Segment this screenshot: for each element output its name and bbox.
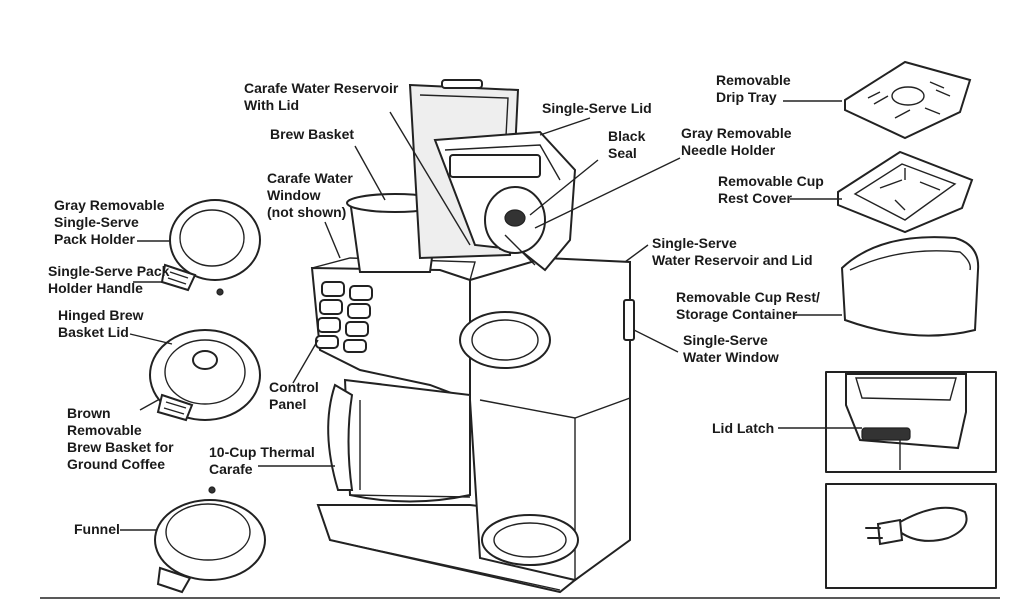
label-line: Single-Serve Pack xyxy=(48,263,170,279)
label-thermal-carafe: 10-Cup Thermal Carafe xyxy=(209,444,315,478)
label-line: Brew Basket for xyxy=(67,439,174,455)
label-line: Water Window xyxy=(683,349,779,365)
label-line: Removable Cup Rest/ xyxy=(676,289,820,305)
label-line: Carafe xyxy=(209,461,253,477)
label-line: Holder Handle xyxy=(48,280,143,296)
pack-holder-part xyxy=(160,199,261,296)
label-line: Pack Holder xyxy=(54,231,135,247)
label-line: Removable xyxy=(67,422,142,438)
label-line: Needle Holder xyxy=(681,142,776,158)
label-line: Carafe Water Reservoir xyxy=(244,80,399,96)
label-line: Lid Latch xyxy=(712,420,775,436)
thermal-carafe xyxy=(327,378,471,503)
label-line: Brew Basket xyxy=(270,126,355,142)
label-ground-coffee-basket: Brown Removable Brew Basket for Ground C… xyxy=(67,405,174,473)
label-line: Single-Serve Lid xyxy=(542,100,652,116)
label-hinged-basket-lid: Hinged Brew Basket Lid xyxy=(58,307,144,341)
label-line: Removable Cup xyxy=(718,173,824,189)
label-carafe-water-window: Carafe Water Window (not shown) xyxy=(267,170,353,221)
label-lid-latch: Lid Latch xyxy=(712,420,774,437)
label-ss-water-reservoir: Single-Serve Water Reservoir and Lid xyxy=(652,235,813,269)
label-line: Control xyxy=(269,379,319,395)
label-needle-holder: Gray Removable Needle Holder xyxy=(681,125,792,159)
label-line: Removable xyxy=(716,72,791,88)
label-pack-holder: Gray Removable Single-Serve Pack Holder xyxy=(54,197,165,248)
label-line: Panel xyxy=(269,396,307,412)
label-line: Gray Removable xyxy=(681,125,792,141)
drip-tray-part xyxy=(844,60,972,140)
hinged-basket-lid-part xyxy=(149,329,261,422)
label-carafe-water-reservoir: Carafe Water Reservoir With Lid xyxy=(244,80,398,114)
label-drip-tray: Removable Drip Tray xyxy=(716,72,791,106)
coffee-maker-body xyxy=(310,79,635,594)
label-pack-holder-handle: Single-Serve Pack Holder Handle xyxy=(48,263,169,297)
leader-lines xyxy=(120,100,862,531)
label-storage-container: Removable Cup Rest/ Storage Container xyxy=(676,289,820,323)
label-line: Rest Cover xyxy=(718,190,792,206)
label-line: Gray Removable xyxy=(54,197,165,213)
single-serve-head xyxy=(433,130,577,272)
label-line: Hinged Brew xyxy=(58,307,144,323)
label-line: 10-Cup Thermal xyxy=(209,444,315,460)
label-line: Ground Coffee xyxy=(67,456,165,472)
label-black-seal: Black Seal xyxy=(608,128,645,162)
label-ss-water-window: Single-Serve Water Window xyxy=(683,332,779,366)
label-line: Water Reservoir and Lid xyxy=(652,252,813,268)
control-panel-buttons xyxy=(315,281,373,353)
label-line: Drip Tray xyxy=(716,89,777,105)
lid-latch-inset xyxy=(825,371,997,473)
label-line: With Lid xyxy=(244,97,300,113)
label-line: Single-Serve xyxy=(683,332,768,348)
label-funnel: Funnel xyxy=(74,521,120,538)
label-control-panel: Control Panel xyxy=(269,379,319,413)
label-line: Storage Container xyxy=(676,306,798,322)
funnel-part xyxy=(154,486,266,594)
label-cup-rest-cover: Removable Cup Rest Cover xyxy=(718,173,824,207)
label-brew-basket: Brew Basket xyxy=(270,126,354,143)
label-line: Window xyxy=(267,187,321,203)
ss-water-window xyxy=(623,299,635,341)
label-line: Black xyxy=(608,128,646,144)
label-single-serve-lid: Single-Serve Lid xyxy=(542,100,652,117)
storage-container-part xyxy=(840,236,980,337)
cup-rest-cover-part xyxy=(837,150,974,234)
label-line: Single-Serve xyxy=(652,235,737,251)
label-line: Carafe Water xyxy=(267,170,353,186)
label-line: Funnel xyxy=(74,521,120,537)
label-line: (not shown) xyxy=(267,204,347,220)
label-line: Seal xyxy=(608,145,637,161)
label-line: Single-Serve xyxy=(54,214,139,230)
power-cord-inset xyxy=(825,483,997,589)
label-line: Basket Lid xyxy=(58,324,129,340)
label-line: Brown xyxy=(67,405,111,421)
